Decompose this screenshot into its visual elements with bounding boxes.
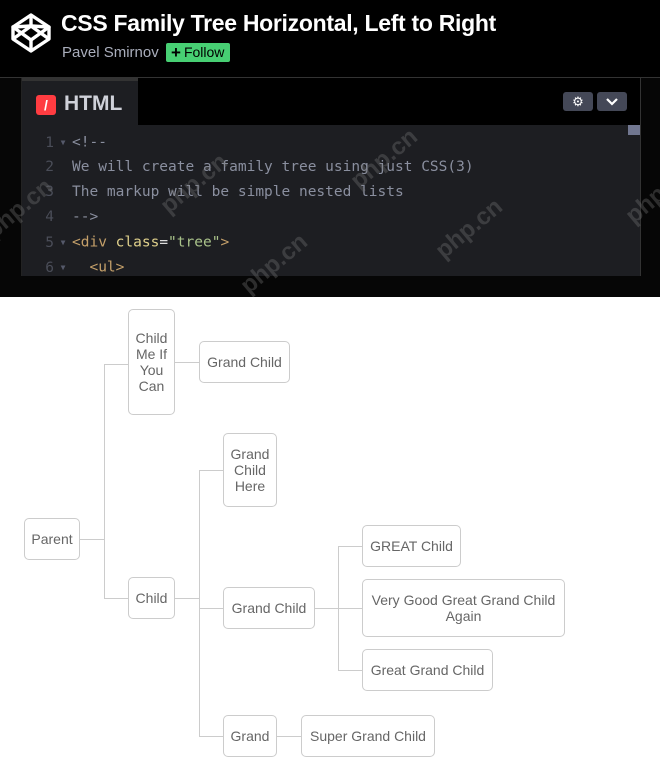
tree-node-great-grand-child[interactable]: Very Good Great Grand Child Again [362,579,565,637]
tree-node-grand[interactable]: Grand [223,715,277,757]
connector [338,608,362,609]
connector [314,608,339,609]
tree-node-child[interactable]: Child Me If You Can [128,309,175,415]
chevron-down-icon [606,98,618,106]
pen-title: CSS Family Tree Horizontal, Left to Righ… [61,10,496,36]
fold-arrow-icon: ▼ [60,238,66,247]
connector [199,736,223,737]
connector [199,470,200,737]
tree-node-great-grand-child[interactable]: GREAT Child [362,525,461,567]
connector [104,364,105,599]
scrollbar-thumb[interactable] [628,125,640,135]
tree-node-grand-child[interactable]: Grand Child [199,341,290,383]
fold-arrow-icon: ▼ [60,263,66,272]
tree-node-super-grand-child[interactable]: Super Grand Child [301,715,435,757]
code-line: 4--> [45,209,99,225]
tree-node-great-grand-child[interactable]: Great Grand Child [362,649,493,691]
connector [174,362,199,363]
pen-header: CSS Family Tree Horizontal, Left to Righ… [0,0,660,77]
tree-node-grand-child[interactable]: Grand Child [223,587,315,629]
plus-icon: + [171,43,181,62]
connector [338,670,362,671]
connector [104,598,128,599]
code-line: 5▼<div class="tree"> [22,230,622,255]
connector [79,539,105,540]
connector [199,470,223,471]
code-line: 1▼<!-- [22,130,622,155]
gear-icon: ⚙ [572,93,584,109]
codepen-logo-icon[interactable] [10,12,52,54]
connector [338,546,362,547]
collapse-button[interactable] [597,92,627,111]
tree-node-parent[interactable]: Parent [24,518,80,560]
tab-label: HTML [64,92,123,115]
tab-html[interactable]: / HTML [22,78,138,125]
code-line: 6▼ <ul> [22,255,622,276]
author-name[interactable]: Pavel Smirnov [62,44,159,61]
fold-arrow-icon: ▼ [60,138,66,147]
tree-node-grand-child[interactable]: Grand Child Here [223,433,277,507]
connector [174,598,200,599]
connector [199,608,223,609]
tree-node-child[interactable]: Child [128,577,175,619]
result-preview: Parent Child Me If You Can Grand Child C… [0,297,660,769]
settings-button[interactable]: ⚙ [563,92,593,111]
connector [104,364,128,365]
follow-label: Follow [183,44,225,60]
html-slash-icon: / [36,95,56,115]
connector [276,736,301,737]
follow-button[interactable]: + Follow [166,43,231,62]
